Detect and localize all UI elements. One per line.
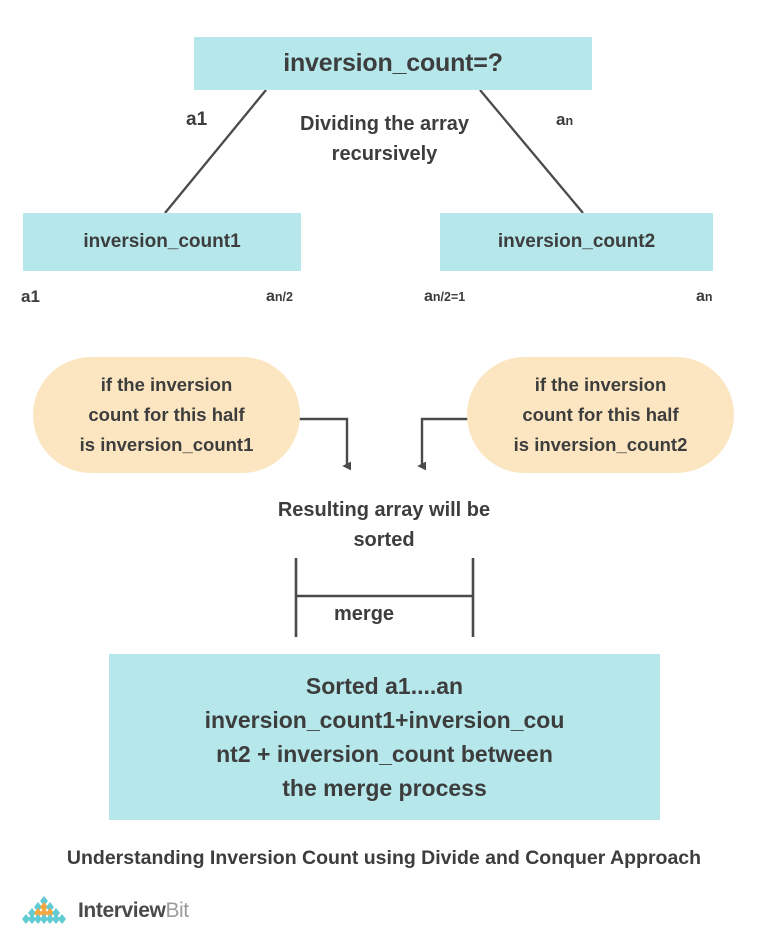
resulting-array-note-line-1: Resulting array will be <box>277 499 491 521</box>
range-label-left-end: an/2 <box>266 288 293 306</box>
divide-note: Dividing the array recursively <box>284 109 485 169</box>
interviewbit-logo-text: InterviewBit <box>78 900 189 921</box>
range-label-left-start: a1 <box>21 287 40 306</box>
range-label-right-end: an <box>696 288 713 306</box>
edge-label-right-an: an <box>556 110 573 130</box>
node-inversion-count2: inversion_count2 <box>440 213 713 271</box>
pill-left-line-1: if the inversion <box>100 374 233 396</box>
pill-right-line-2: count for this half <box>522 404 679 426</box>
edge-root-to-right <box>479 89 584 214</box>
range-label-right-start-subscript: n/2=1 <box>432 290 466 304</box>
node-sorted-result-line-3: nt2 + inversion_count between <box>216 741 553 767</box>
range-label-right-end-subscript: n <box>704 290 713 304</box>
pill-right-line-1: if the inversion <box>534 374 667 396</box>
node-sorted-result-line-2: inversion_count1+inversion_cou <box>204 706 565 733</box>
resulting-array-note-line-2: sorted <box>353 529 415 552</box>
divide-note-line-1: Dividing the array <box>300 113 469 135</box>
range-label-right-start: an/2=1 <box>424 288 465 306</box>
figure-caption: Understanding Inversion Count using Divi… <box>66 847 702 869</box>
node-inversion-count1: inversion_count1 <box>23 213 301 271</box>
arrow-left-pill-to-result <box>297 417 352 471</box>
node-root-label: inversion_count=? <box>283 48 503 77</box>
merge-label: merge <box>334 603 395 625</box>
node-inversion-count1-label: inversion_count1 <box>83 231 241 253</box>
edge-label-right-an-prefix: a <box>556 110 566 129</box>
interviewbit-logo-mark <box>22 896 66 924</box>
range-label-left-end-prefix: a <box>266 288 275 305</box>
logo-word-interview: Interview <box>78 898 166 922</box>
node-sorted-result-line-4: the merge process <box>282 775 487 802</box>
pill-left-line-2: count for this half <box>88 404 245 426</box>
range-label-right-end-prefix: a <box>696 288 705 305</box>
edge-label-left-a1: a1 <box>186 109 208 130</box>
logo-word-bit: Bit <box>165 898 189 922</box>
node-root-inversion-count: inversion_count=? <box>194 37 592 90</box>
divide-note-line-2: recursively <box>331 143 438 165</box>
range-label-right-start-prefix: a <box>424 288 433 305</box>
pill-left-line-3: is inversion_count1 <box>79 433 254 455</box>
arrow-right-pill-to-result <box>417 417 470 471</box>
node-sorted-result: Sorted a1....an inversion_count1+inversi… <box>109 654 660 820</box>
pill-left-half-condition: if the inversion count for this half is … <box>33 357 300 473</box>
pill-right-half-condition: if the inversion count for this half is … <box>467 357 734 473</box>
node-sorted-result-line-1: Sorted a1....an <box>305 672 464 699</box>
edge-root-to-left <box>164 89 267 214</box>
pill-right-line-3: is inversion_count2 <box>513 433 688 455</box>
node-inversion-count2-label: inversion_count2 <box>497 231 656 253</box>
range-label-left-end-subscript: n/2 <box>274 290 293 304</box>
edge-label-right-an-subscript: n <box>565 114 574 128</box>
resulting-array-note: Resulting array will be sorted <box>265 495 503 556</box>
interviewbit-logo: InterviewBit <box>17 895 189 925</box>
